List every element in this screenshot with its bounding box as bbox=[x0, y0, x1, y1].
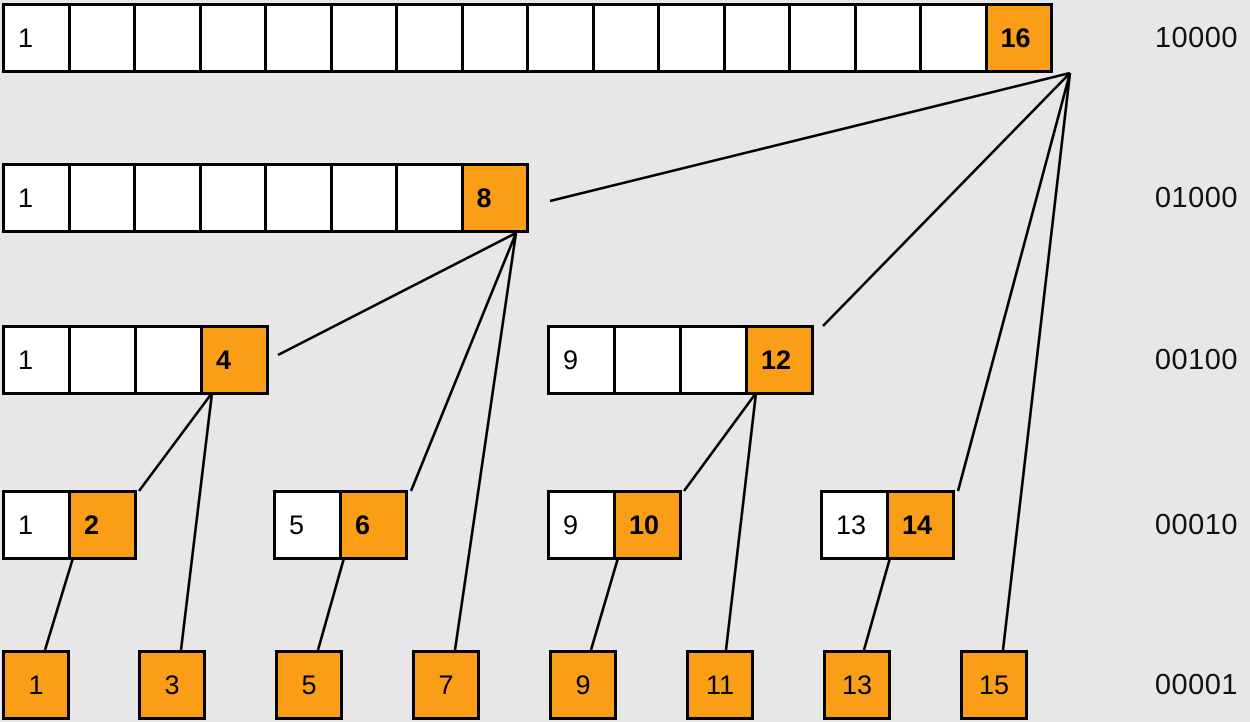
leaf-3[interactable]: 3 bbox=[138, 650, 206, 720]
link-16-12 bbox=[822, 72, 1071, 327]
level-2-group-3: 9 10 bbox=[547, 490, 685, 560]
cell-empty[interactable] bbox=[919, 3, 988, 73]
cell-start[interactable]: 13 bbox=[820, 490, 889, 560]
leaf-5[interactable]: 5 bbox=[275, 650, 343, 720]
cell-empty[interactable] bbox=[395, 163, 464, 233]
link-16-14 bbox=[956, 72, 1072, 492]
cell-empty[interactable] bbox=[264, 163, 333, 233]
cell-empty[interactable] bbox=[460, 3, 529, 73]
level-4-group-2: 9 12 bbox=[547, 325, 823, 395]
cell-empty[interactable] bbox=[591, 3, 660, 73]
leaf-7[interactable]: 7 bbox=[412, 650, 480, 720]
cell-end-12[interactable]: 12 bbox=[745, 325, 814, 395]
cell-empty[interactable] bbox=[657, 3, 726, 73]
bitmask-label-10000: 10000 bbox=[1154, 22, 1238, 54]
level-4-group-1: 1 4 bbox=[2, 325, 278, 395]
link-6-5 bbox=[316, 557, 346, 651]
cell-empty[interactable] bbox=[67, 163, 136, 233]
link-8-7 bbox=[453, 232, 518, 651]
cell-empty[interactable] bbox=[722, 3, 791, 73]
cell-empty[interactable] bbox=[788, 3, 857, 73]
cell-end-8[interactable]: 8 bbox=[460, 163, 529, 233]
link-8-6 bbox=[409, 232, 518, 492]
cell-empty[interactable] bbox=[67, 3, 136, 73]
cell-start[interactable]: 9 bbox=[547, 490, 616, 560]
cell-empty[interactable] bbox=[68, 325, 137, 395]
cell-end-2[interactable]: 2 bbox=[68, 490, 137, 560]
leaf-15[interactable]: 15 bbox=[960, 650, 1028, 720]
level-2-group-2: 5 6 bbox=[273, 490, 411, 560]
level-16-group-1: 1 16 bbox=[2, 3, 1097, 73]
cell-end-10[interactable]: 10 bbox=[613, 490, 682, 560]
cell-end-14[interactable]: 14 bbox=[886, 490, 955, 560]
cell-empty[interactable] bbox=[133, 163, 202, 233]
link-2-1 bbox=[43, 557, 75, 651]
cell-empty[interactable] bbox=[853, 3, 922, 73]
level-2-group-1: 1 2 bbox=[2, 490, 140, 560]
cell-empty[interactable] bbox=[329, 163, 398, 233]
link-14-13 bbox=[862, 557, 892, 651]
bitmask-label-00010: 00010 bbox=[1154, 509, 1238, 541]
leaf-13[interactable]: 13 bbox=[823, 650, 891, 720]
cell-empty[interactable] bbox=[133, 3, 202, 73]
cell-start[interactable]: 5 bbox=[273, 490, 342, 560]
leaf-1[interactable]: 1 bbox=[2, 650, 70, 720]
bitmask-label-00100: 00100 bbox=[1154, 344, 1238, 376]
link-12-11 bbox=[724, 392, 758, 651]
cell-end-16[interactable]: 16 bbox=[984, 3, 1053, 73]
cell-start[interactable]: 1 bbox=[2, 3, 71, 73]
cell-empty[interactable] bbox=[526, 3, 595, 73]
leaf-9[interactable]: 9 bbox=[549, 650, 617, 720]
cell-empty[interactable] bbox=[264, 3, 333, 73]
link-16-15 bbox=[1001, 72, 1072, 651]
cell-empty[interactable] bbox=[679, 325, 748, 395]
bitmask-label-01000: 01000 bbox=[1154, 182, 1238, 214]
level-2-group-4: 13 14 bbox=[820, 490, 958, 560]
cell-empty[interactable] bbox=[395, 3, 464, 73]
cell-empty[interactable] bbox=[198, 163, 267, 233]
cell-empty[interactable] bbox=[134, 325, 203, 395]
link-12-10 bbox=[682, 392, 758, 492]
bitmask-label-00001: 00001 bbox=[1154, 669, 1238, 701]
leaf-11[interactable]: 11 bbox=[686, 650, 754, 720]
cell-empty[interactable] bbox=[329, 3, 398, 73]
cell-end-4[interactable]: 4 bbox=[200, 325, 269, 395]
cell-empty[interactable] bbox=[198, 3, 267, 73]
link-8-4 bbox=[277, 231, 517, 357]
cell-start[interactable]: 9 bbox=[547, 325, 616, 395]
level-8-group-1: 1 8 bbox=[2, 163, 549, 233]
cell-start[interactable]: 1 bbox=[2, 325, 71, 395]
link-10-9 bbox=[589, 557, 620, 651]
link-4-2 bbox=[137, 392, 214, 492]
cell-start[interactable]: 1 bbox=[2, 163, 71, 233]
cell-end-6[interactable]: 6 bbox=[339, 490, 408, 560]
link-4-3 bbox=[179, 392, 214, 651]
cell-empty[interactable] bbox=[613, 325, 682, 395]
cell-start[interactable]: 1 bbox=[2, 490, 71, 560]
link-16-8 bbox=[549, 71, 1071, 203]
